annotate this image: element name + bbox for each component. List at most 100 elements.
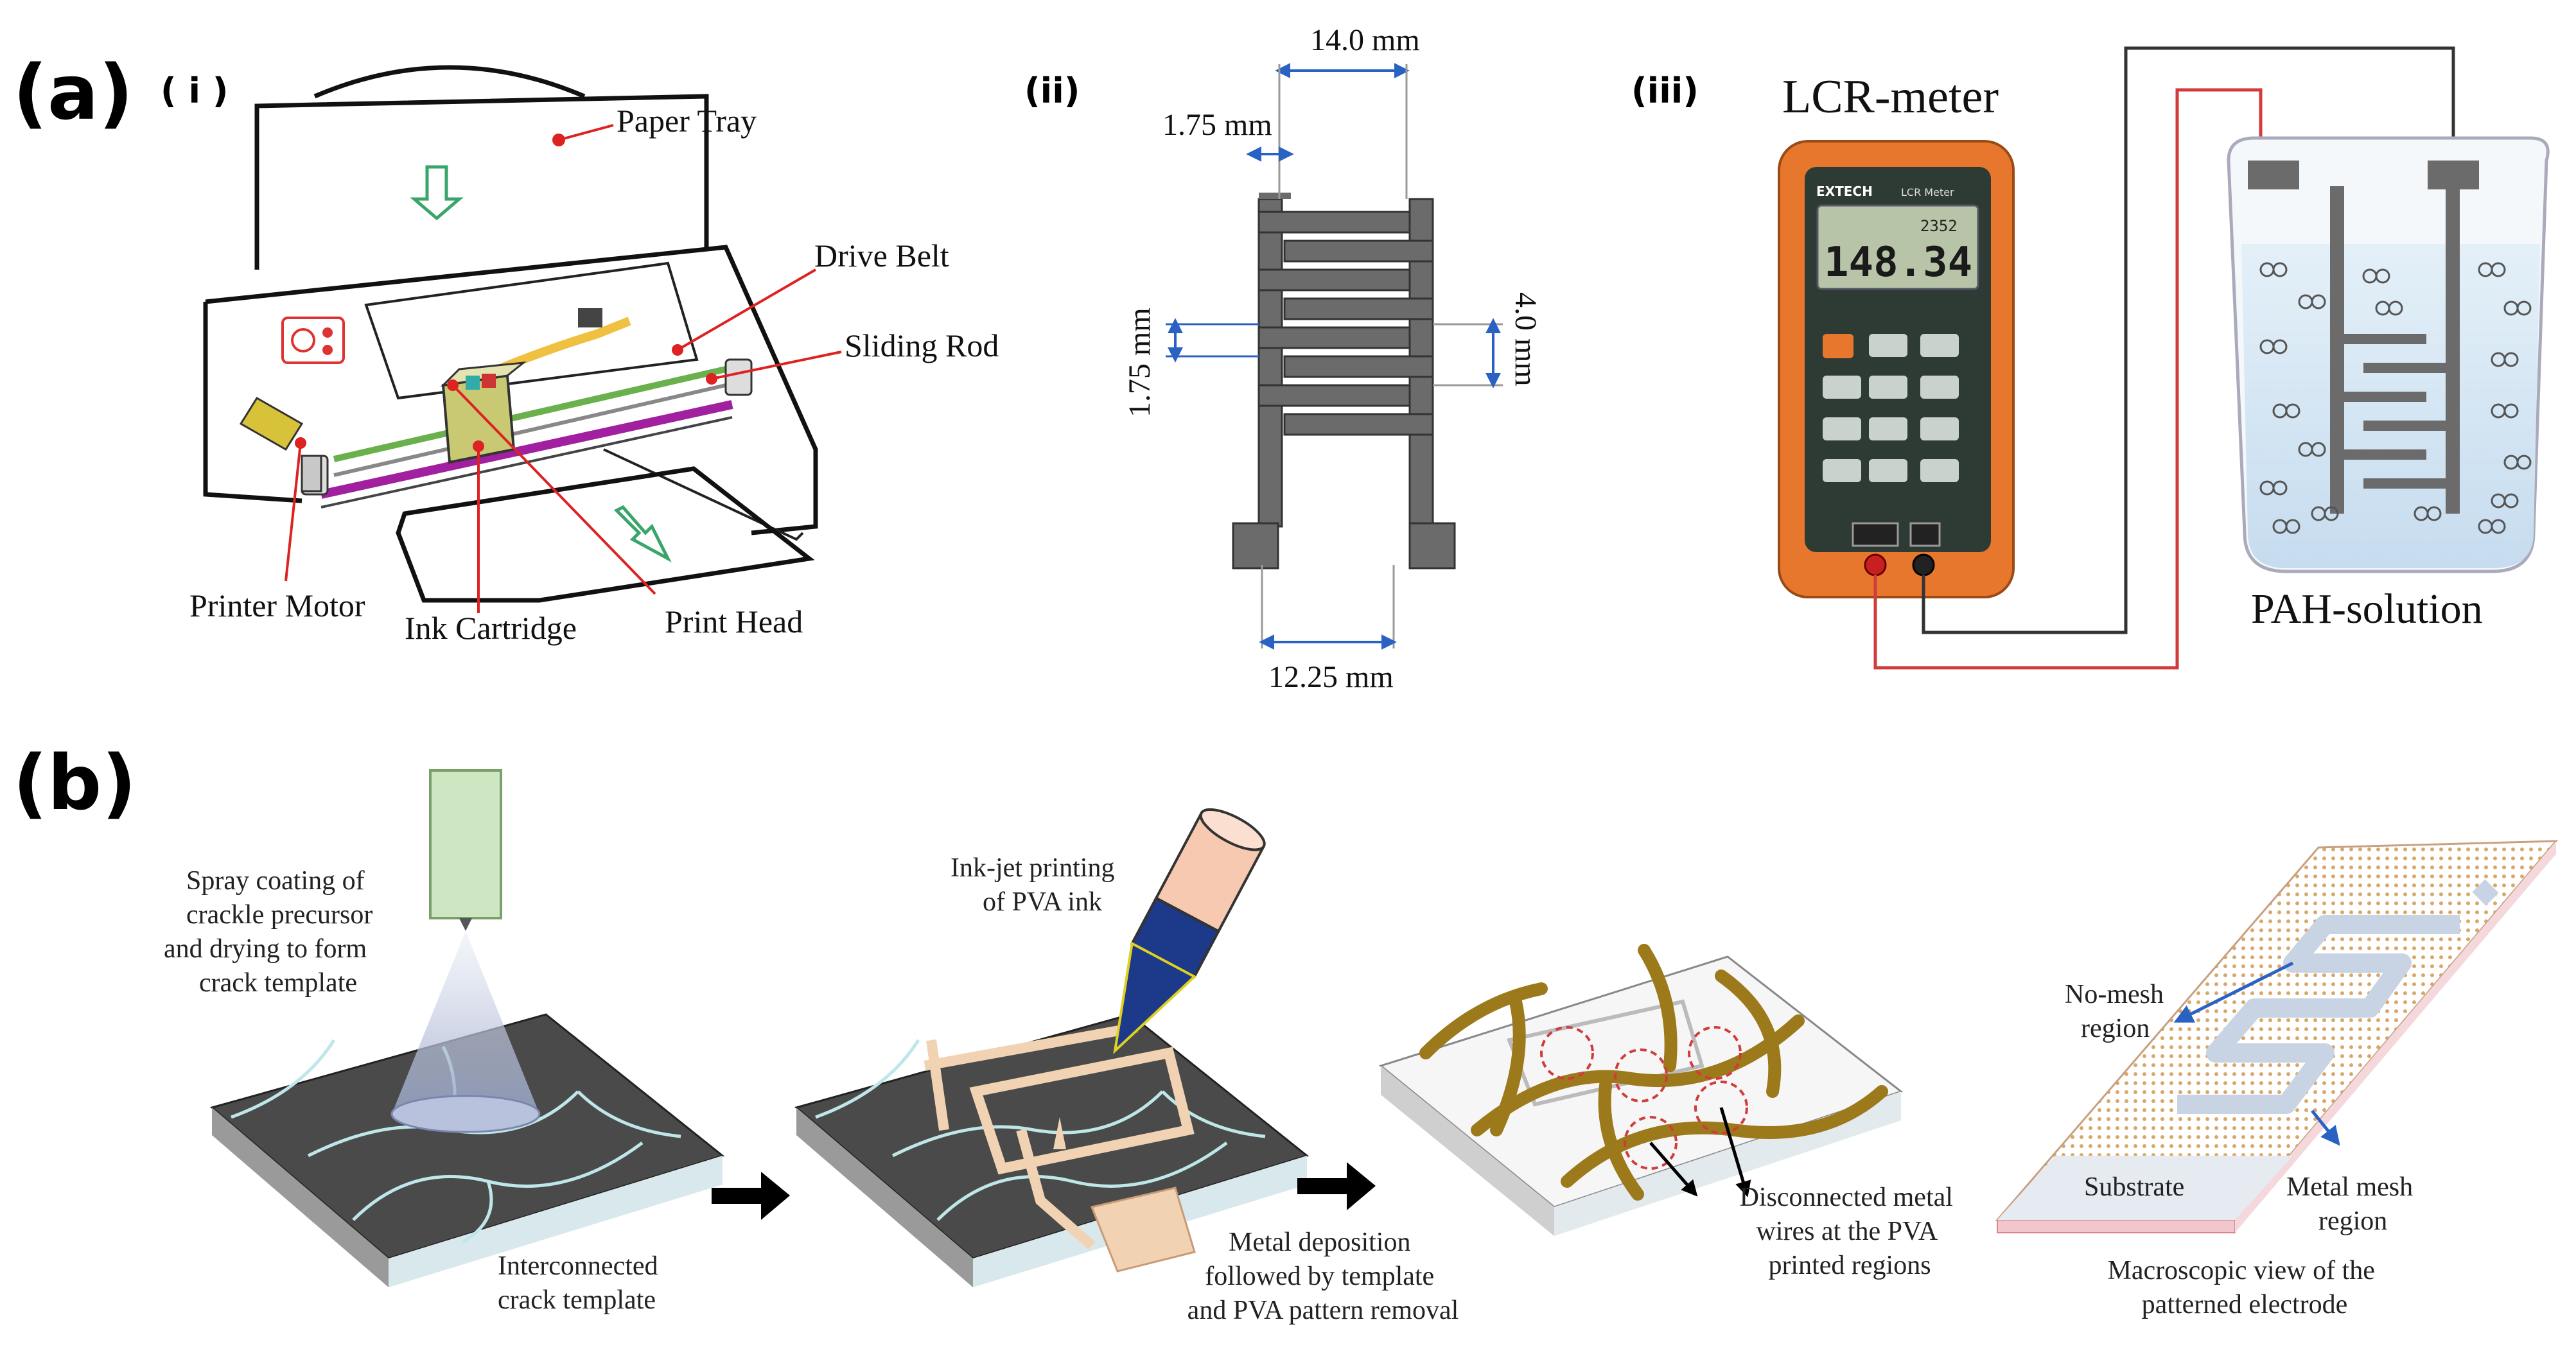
crack-slab-top	[794, 1013, 1310, 1260]
leader-line	[285, 442, 302, 582]
pah-molecule-icon	[2491, 262, 2506, 277]
pah-molecule-icon	[2426, 506, 2442, 521]
spray-cone	[392, 931, 539, 1114]
meter-model: LCR Meter	[1901, 186, 1954, 198]
meter-brand: EXTECH	[1816, 184, 1873, 199]
ink-drop	[1053, 1117, 1066, 1149]
label-print-head: Print Head	[665, 604, 803, 639]
pva-pattern	[924, 1022, 1195, 1250]
electrode-left-comb	[1232, 198, 1414, 569]
label-finger-width: 1.75 mm	[1162, 108, 1272, 142]
label-disconnected: Disconnected metal wires at the PVA prin…	[1740, 1183, 1960, 1280]
process-arrow-icon	[712, 1172, 790, 1220]
step-macroscopic: No-mesh region Substrate Metal mesh regi…	[1995, 840, 2559, 1319]
spray-ellipse	[390, 1095, 541, 1133]
top-opening	[364, 261, 699, 400]
pah-molecule-icon	[2311, 442, 2326, 457]
label-template: Interconnected crack template	[498, 1251, 665, 1315]
key[interactable]	[1869, 334, 1907, 357]
immersed-electrode	[2248, 161, 2479, 514]
control-panel	[281, 317, 345, 364]
crack-slab-front	[389, 1156, 723, 1287]
lcr-setup: (iii) LCR-meter EXTECH LCR Meter 2352 14…	[1631, 46, 2550, 670]
pah-molecule-icon	[2285, 519, 2300, 534]
sub-iii-label: (iii)	[1631, 71, 1699, 111]
label-sliding-rod: Sliding Rod	[845, 327, 999, 363]
motor-mount	[301, 455, 322, 492]
pah-molecule-icon	[2503, 493, 2519, 509]
label-macroscopic: Macroscopic view of the patterned electr…	[2108, 1256, 2382, 1319]
label-substrate: Substrate	[2084, 1172, 2184, 1202]
pah-molecule-icon	[2272, 480, 2288, 496]
cartridge-color	[482, 374, 496, 388]
key[interactable]	[1869, 417, 1907, 440]
pointer-arrow	[1719, 1107, 1751, 1197]
step-spray-coating: Spray coating of crackle precursor and d…	[164, 769, 725, 1315]
electrode-right-comb	[1283, 198, 1456, 569]
pah-molecule-icon	[2285, 403, 2300, 419]
red-terminal[interactable]	[1864, 553, 1887, 577]
key[interactable]	[1823, 459, 1861, 482]
power-button-icon	[291, 328, 315, 352]
label-height-right: 4.0 mm	[1509, 292, 1543, 387]
printer-front	[203, 302, 302, 503]
socket	[1909, 522, 1941, 547]
label-printer-motor: Printer Motor	[189, 587, 365, 623]
panel-b-label: (b)	[13, 738, 136, 827]
key[interactable]	[1920, 417, 1959, 440]
output-paper	[396, 466, 815, 603]
leader-line	[558, 124, 614, 141]
pva-pad	[1090, 1187, 1196, 1273]
pah-molecule-icon	[2375, 268, 2390, 284]
rod-cap	[724, 358, 753, 396]
paper-slot	[603, 448, 804, 541]
printer-diagram: ( i )	[161, 65, 999, 646]
leader-line	[676, 268, 817, 351]
red-wire	[1873, 88, 2263, 670]
rod-green	[333, 366, 727, 462]
spray-nozzle	[429, 769, 502, 919]
key[interactable]	[1920, 459, 1959, 482]
key[interactable]	[1869, 376, 1907, 399]
step-metal-deposition: Metal deposition followed by template an…	[1187, 944, 1960, 1325]
key[interactable]	[1920, 334, 1959, 357]
pah-molecule-icon	[2311, 294, 2326, 309]
metal-mesh-arrow	[2311, 1109, 2340, 1146]
key[interactable]	[1920, 376, 1959, 399]
pah-molecule-icon	[2503, 403, 2519, 419]
pah-molecule-icon	[2516, 455, 2532, 470]
black-terminal[interactable]	[1912, 553, 1935, 577]
process-arrow-icon	[1297, 1162, 1376, 1210]
crack-slab-left	[212, 1108, 389, 1287]
button-icon	[322, 327, 333, 338]
power-key[interactable]	[1823, 334, 1853, 358]
leader-line	[711, 351, 842, 380]
tray-dome	[313, 65, 586, 99]
button-icon	[322, 345, 333, 355]
key[interactable]	[1823, 376, 1861, 399]
black-wire	[1922, 46, 2455, 634]
printer-motor-shape	[239, 396, 304, 451]
label-deposition: Metal deposition followed by template an…	[1187, 1228, 1459, 1325]
pah-molecule-icon	[2272, 339, 2288, 354]
pah-molecule-icon	[2388, 300, 2403, 316]
key[interactable]	[1869, 459, 1907, 482]
key[interactable]	[1823, 417, 1861, 440]
paper-tray	[254, 94, 709, 270]
no-mesh-trace	[2177, 915, 2460, 1114]
lead-top	[1259, 193, 1291, 199]
step-inkjet: Ink-jet printing of PVA ink	[794, 808, 1310, 1287]
sliding-rod	[320, 400, 733, 499]
pah-molecule-icon	[2272, 262, 2288, 277]
label-no-mesh: No-mesh region	[2065, 980, 2170, 1043]
pah-molecules	[2259, 262, 2532, 534]
lcr-title: LCR-meter	[1782, 71, 1999, 123]
label-drive-belt: Drive Belt	[814, 238, 949, 274]
meter-keypad	[1823, 334, 1959, 482]
printer-body	[205, 245, 818, 535]
output-arrow-icon	[613, 505, 672, 563]
cartridge-color	[466, 376, 480, 390]
pah-molecule-icon	[2491, 519, 2506, 534]
disconnect-markers	[1540, 1026, 1748, 1170]
